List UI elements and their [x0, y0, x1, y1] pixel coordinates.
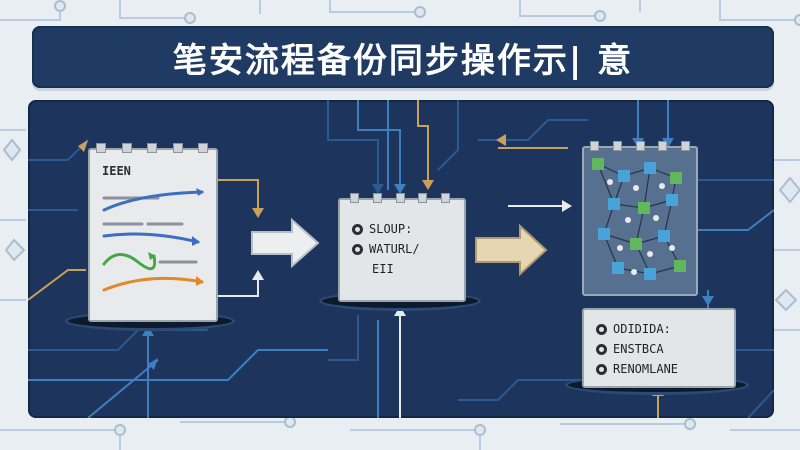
- legend-box: ODIDIDA: ENSTBCA RENOMLANE: [582, 308, 736, 388]
- process-item-label: EII: [372, 262, 394, 276]
- process-box-body: SLOUP: WATURL/ EII: [352, 222, 420, 282]
- network-graph: [592, 158, 686, 280]
- process-item-label: WATURL/: [369, 242, 420, 256]
- doc-heading: IEEN: [102, 164, 131, 178]
- box-binder-tabs: [350, 193, 450, 203]
- legend-row: ODIDIDA:: [596, 322, 678, 336]
- process-row: SLOUP:: [352, 222, 420, 236]
- flow-arrow-right: [475, 224, 548, 276]
- legend-row: ENSTBCA: [596, 342, 678, 356]
- legend-item-label: RENOMLANE: [613, 362, 679, 376]
- process-row: WATURL/: [352, 242, 420, 256]
- title-banner: 笔安流程备份同步操作示| 意: [32, 26, 774, 88]
- process-row: EII: [352, 262, 420, 276]
- gear-icon: [596, 363, 607, 375]
- gear-icon: [352, 243, 363, 255]
- gear-icon: [352, 223, 363, 235]
- network-nodes: [592, 158, 686, 280]
- circuit-wires: [28, 100, 774, 418]
- network-binder-tabs: [590, 141, 690, 151]
- process-box: SLOUP: WATURL/ EII: [338, 193, 466, 302]
- legend-body: ODIDIDA: ENSTBCA RENOMLANE: [596, 322, 678, 382]
- diagram-panel: IEEN: [28, 100, 774, 418]
- legend-item-label: ENSTBCA: [613, 342, 664, 356]
- doc-flow-lines: [102, 188, 204, 292]
- diagram-title: 笔安流程备份同步操作示| 意: [172, 40, 634, 81]
- doc-binder-tabs: [96, 143, 208, 153]
- legend-item-label: ODIDIDA:: [613, 322, 671, 336]
- network-graph-card: [582, 141, 698, 296]
- process-item-label: SLOUP:: [369, 222, 413, 236]
- legend-row: RENOMLANE: [596, 362, 678, 376]
- source-document-card: IEEN: [88, 143, 218, 322]
- gear-icon: [596, 343, 607, 355]
- flow-arrow-left: [251, 218, 320, 268]
- gear-icon: [596, 323, 607, 335]
